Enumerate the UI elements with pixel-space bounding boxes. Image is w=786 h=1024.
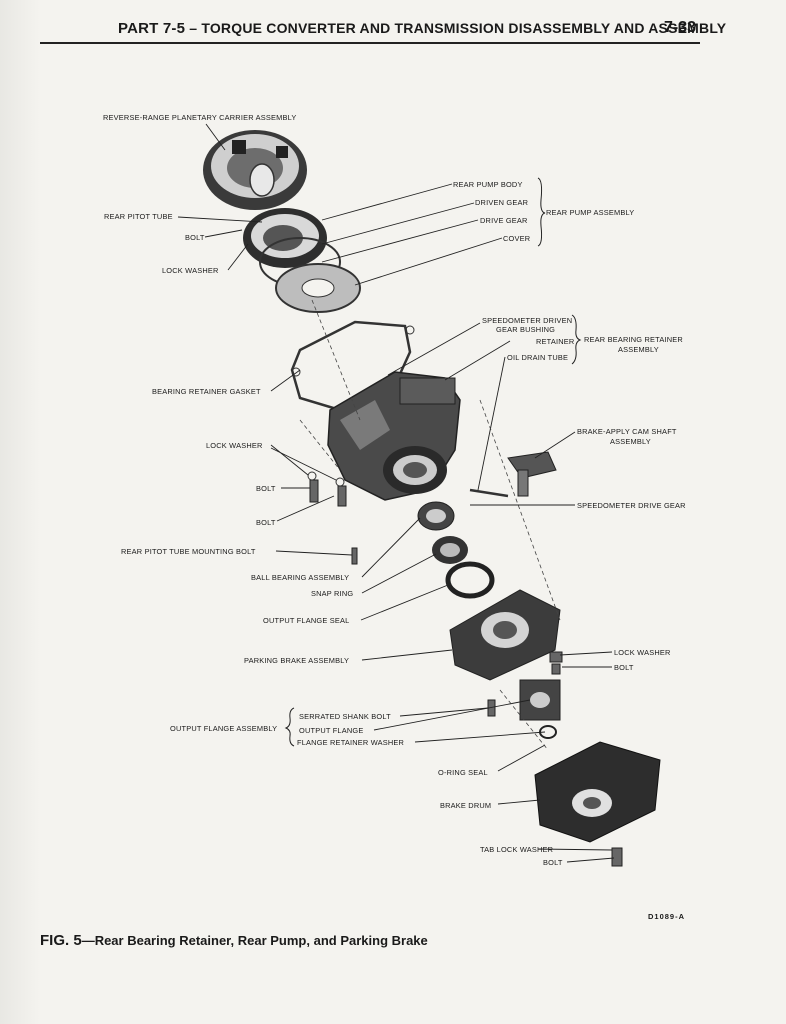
bearing-retainer-housing-drawing — [327, 371, 461, 501]
label-serrated-shank-bolt: SERRATED SHANK BOLT — [299, 712, 391, 721]
label-rear-bearing-retainer-assembly-2: ASSEMBLY — [618, 345, 659, 354]
bolts-upper-drawing — [307, 471, 509, 565]
page-header: PART 7-5 – TORQUE CONVERTER AND TRANSMIS… — [40, 16, 726, 44]
parking-brake-drawing — [449, 589, 563, 681]
label-bolt-5: BOLT — [543, 858, 563, 867]
label-brake-apply-cam-shaft-1: BRAKE-APPLY CAM SHAFT — [577, 427, 677, 436]
header-section-title: – TORQUE CONVERTER AND TRANSMISSION DISA… — [189, 20, 727, 36]
label-o-ring-seal: O-RING SEAL — [438, 768, 488, 777]
label-brake-drum: BRAKE DRUM — [440, 801, 491, 810]
brackets — [284, 177, 582, 747]
header-part: PART 7-5 — [118, 20, 186, 37]
brake-drum-drawing — [534, 741, 661, 867]
label-pitot-mounting-bolt: REAR PITOT TUBE MOUNTING BOLT — [121, 547, 256, 556]
callout-labels: REVERSE-RANGE PLANETARY CARRIER ASSEMBLY… — [103, 113, 686, 867]
header-title: PART 7-5 – TORQUE CONVERTER AND TRANSMIS… — [118, 20, 726, 37]
label-flange-retainer-washer: FLANGE RETAINER WASHER — [297, 738, 404, 747]
label-bolt-3: BOLT — [256, 518, 276, 527]
rear-pump-drawing — [243, 208, 361, 313]
label-output-flange-assembly: OUTPUT FLANGE ASSEMBLY — [170, 724, 277, 733]
label-speedo-bushing-2: GEAR BUSHING — [496, 325, 555, 334]
label-lock-washer-3: LOCK WASHER — [614, 648, 671, 657]
label-speedometer-drive-gear: SPEEDOMETER DRIVE GEAR — [577, 501, 686, 510]
label-rear-pump-body: REAR PUMP BODY — [453, 180, 523, 189]
label-cover: COVER — [503, 234, 530, 243]
label-lock-washer-1: LOCK WASHER — [162, 266, 219, 275]
drawing-code: D1089-A — [648, 912, 686, 921]
figure-caption: FIG. 5—Rear Bearing Retainer, Rear Pump,… — [40, 932, 428, 949]
label-output-flange-seal: OUTPUT FLANGE SEAL — [263, 616, 349, 625]
label-lock-washer-2: LOCK WASHER — [206, 441, 263, 450]
center-lines — [299, 299, 561, 751]
label-retainer: RETAINER — [536, 337, 574, 346]
bearing-seal-drawing — [417, 501, 495, 599]
figure-number: FIG. 5 — [40, 932, 82, 949]
planetary-carrier-drawing — [203, 130, 307, 210]
cam-shaft-drawing — [507, 451, 557, 497]
page-number: 7-33 — [663, 19, 696, 36]
label-bearing-retainer-gasket: BEARING RETAINER GASKET — [152, 387, 261, 396]
label-rear-pitot-tube: REAR PITOT TUBE — [104, 212, 173, 221]
figure-caption-text: —Rear Bearing Retainer, Rear Pump, and P… — [81, 933, 428, 948]
label-bolt-1: BOLT — [185, 233, 205, 242]
label-speedo-bushing-1: SPEEDOMETER DRIVEN — [482, 316, 572, 325]
page-edge-shadow — [0, 0, 40, 1024]
label-tab-lock-washer: TAB LOCK WASHER — [480, 845, 553, 854]
label-parking-brake: PARKING BRAKE ASSEMBLY — [244, 656, 349, 665]
label-bolt-4: BOLT — [614, 663, 634, 672]
output-flange-drawing — [487, 679, 561, 739]
label-rear-bearing-retainer-assembly-1: REAR BEARING RETAINER — [584, 335, 683, 344]
label-ball-bearing: BALL BEARING ASSEMBLY — [251, 573, 349, 582]
label-output-flange: OUTPUT FLANGE — [299, 726, 363, 735]
label-driven-gear: DRIVEN GEAR — [475, 198, 528, 207]
label-brake-apply-cam-shaft-2: ASSEMBLY — [610, 437, 651, 446]
leader-lines — [177, 123, 615, 863]
label-oil-drain-tube: OIL DRAIN TUBE — [507, 353, 568, 362]
label-rear-pump-assembly: REAR PUMP ASSEMBLY — [546, 208, 634, 217]
label-drive-gear: DRIVE GEAR — [480, 216, 528, 225]
label-reverse-carrier: REVERSE-RANGE PLANETARY CARRIER ASSEMBLY — [103, 113, 297, 122]
label-bolt-2: BOLT — [256, 484, 276, 493]
label-snap-ring: SNAP RING — [311, 589, 353, 598]
